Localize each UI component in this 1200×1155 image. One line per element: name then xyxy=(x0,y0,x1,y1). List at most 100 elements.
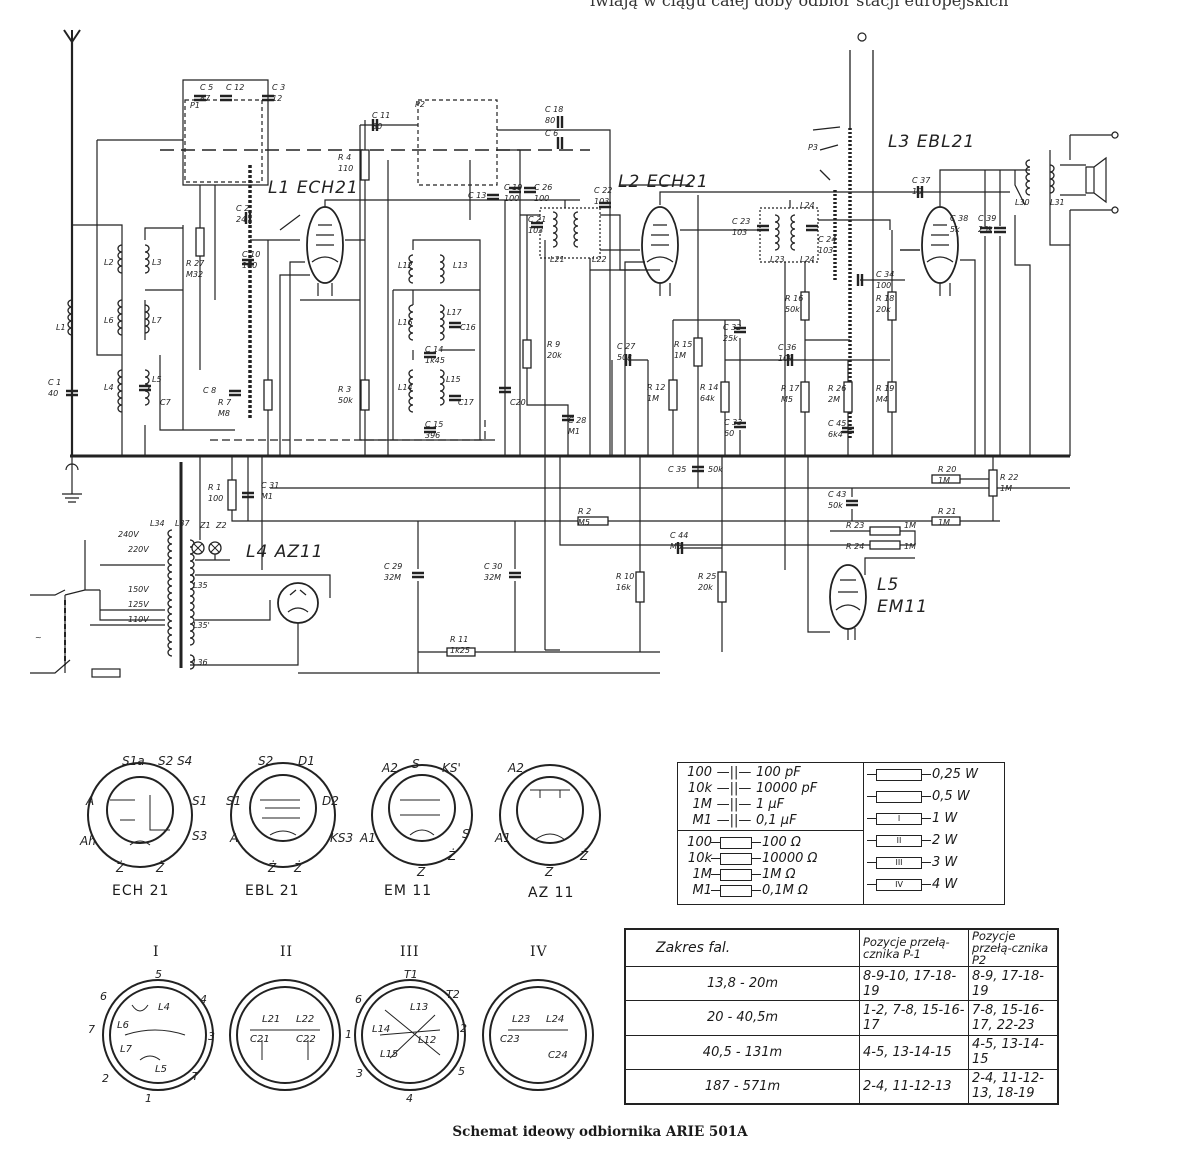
p2-switch-box xyxy=(417,99,498,186)
part-label: P2 xyxy=(415,100,425,109)
component-ref-label: C 5 xyxy=(200,83,213,92)
socket-pin-label: A2 xyxy=(381,761,398,775)
part-label: L2 xyxy=(104,258,114,267)
part-label: 110V xyxy=(128,615,149,624)
resistor-symbol xyxy=(931,474,961,484)
capacitor-symbol xyxy=(692,465,704,473)
ground-symbol xyxy=(62,456,82,503)
coil-base-pin-label: 3 xyxy=(356,1067,363,1080)
speaker-wires xyxy=(1060,164,1086,196)
header-p1: Pozycje przełą-cznika P-1 xyxy=(859,929,969,967)
component-ref-label: R 3 xyxy=(338,385,351,394)
capacitor-symbol xyxy=(624,354,632,366)
resistor-symbol xyxy=(887,381,897,413)
coil-base-coil-label: L12 xyxy=(418,1035,436,1046)
component-ref-label: C 24 xyxy=(818,235,836,244)
part-label: L36 xyxy=(193,658,208,667)
socket-pin-label: S1a xyxy=(122,754,145,768)
capacitor-symbol xyxy=(856,274,864,286)
capacitor-symbol xyxy=(487,193,499,201)
component-ref-label: R 11 xyxy=(450,635,468,644)
coil-base-ii xyxy=(229,979,341,1091)
component-value-label: 396 xyxy=(425,431,440,440)
resistor-symbol xyxy=(195,227,205,257)
component-value-label: 50k xyxy=(785,305,800,314)
socket-pin-label: Ż xyxy=(293,860,303,875)
coil-base-name-ii: II xyxy=(280,944,294,960)
socket-pin-label: Ż xyxy=(115,860,125,875)
component-ref-label: C 12 xyxy=(226,83,244,92)
component-value-label: 100 xyxy=(242,261,257,270)
capacitor-symbol xyxy=(424,426,436,434)
component-ref-label: C 37 xyxy=(912,176,931,185)
part-label: L31 xyxy=(1050,198,1065,207)
pilot-lamp-cross xyxy=(193,543,203,553)
component-ref-label: C 3 xyxy=(272,83,285,92)
component-ref-label: C 39 xyxy=(978,214,996,223)
component-value-label: M32 xyxy=(186,270,203,279)
capacitor-symbol xyxy=(449,321,461,329)
capacitor-symbol xyxy=(449,394,461,402)
component-value-label: 87 xyxy=(200,94,211,103)
part-label: P1 xyxy=(190,101,200,110)
capacitor-symbol xyxy=(842,426,854,434)
component-ref-label: R 17 xyxy=(781,384,800,393)
coil-base-coil-label: L14 xyxy=(372,1024,390,1035)
capacitor-symbol xyxy=(599,201,611,209)
part-label: L37 xyxy=(175,519,191,528)
part-label: L6 xyxy=(104,316,114,325)
component-value-label: 10k xyxy=(778,354,793,363)
tube-l5-type: EM11 xyxy=(877,597,928,617)
component-ref-label: C 36 xyxy=(778,343,796,352)
oscillator-wires xyxy=(359,124,611,650)
tube-l4-label: L4 AZ11 xyxy=(246,542,324,562)
socket-pin-label: Ah xyxy=(79,834,96,848)
coil-base-coil-label: C21 xyxy=(250,1034,270,1045)
socket-pin-label: D2 xyxy=(322,794,339,808)
part-label: L23 xyxy=(770,255,785,264)
component-ref-label: C 35 xyxy=(668,465,686,474)
component-ref-label: C 31 xyxy=(261,481,279,490)
socket-ebl21 xyxy=(230,762,336,868)
component-value-label: 110 xyxy=(338,164,353,173)
component-value-label: M8 xyxy=(218,409,230,418)
component-ref-label: C 43 xyxy=(828,490,846,499)
socket-pin-label: S2 xyxy=(258,754,273,768)
component-ref-label: C 23 xyxy=(732,217,750,226)
component-value-label: M5 xyxy=(670,542,682,551)
coil-base-coil-label: L23 xyxy=(512,1014,530,1025)
component-value-label: 80 xyxy=(372,122,382,131)
socket-name-az11: AZ 11 xyxy=(528,885,575,901)
inductor-coil-symbol xyxy=(67,299,73,336)
coil-base-i xyxy=(102,979,214,1091)
component-value-label: M5 xyxy=(578,518,590,527)
resistor-symbol xyxy=(720,381,730,413)
capacitor-symbol xyxy=(562,414,574,422)
component-value-label: 64k xyxy=(700,394,715,403)
component-ref-label: R 25 xyxy=(698,572,716,581)
coil-base-pin-label: 6 xyxy=(100,990,107,1003)
socket-internal-wiring xyxy=(110,789,570,1061)
socket-pin-label: Ż xyxy=(267,860,277,875)
coil-base-iii xyxy=(354,979,466,1091)
part-label: L15 xyxy=(446,375,461,384)
tube-socket-diagrams xyxy=(87,762,601,1091)
component-ref-label: C 30 xyxy=(484,562,502,571)
socket-em11 xyxy=(371,764,473,866)
part-label: C7 xyxy=(160,398,172,407)
inductor-coil-symbol xyxy=(117,244,123,274)
part-label: Z2 xyxy=(215,521,227,530)
l1-wires xyxy=(250,120,580,456)
coil-base-pin-label: 1 xyxy=(145,1092,152,1105)
part-label: 220V xyxy=(128,545,149,554)
component-value-label: 50k xyxy=(617,353,632,362)
inductor-coil-symbol xyxy=(167,529,173,657)
component-ref-label: C 8 xyxy=(203,386,216,395)
